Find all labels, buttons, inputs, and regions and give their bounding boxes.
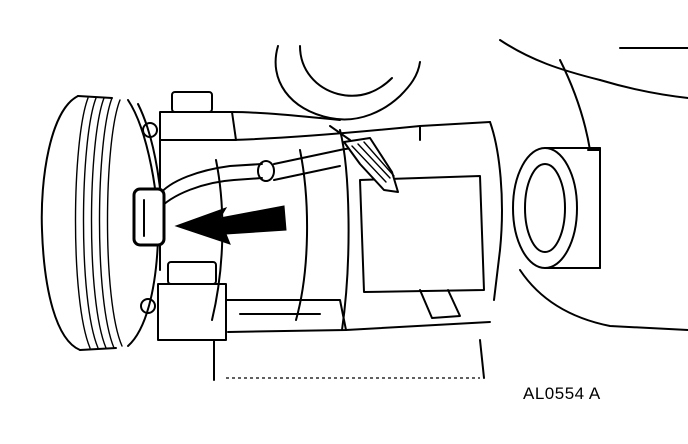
callout-arrow-icon (174, 205, 287, 245)
outlet-pipe (512, 147, 688, 331)
background-hoses (274, 39, 688, 151)
figure-code-label: AL0554 A (523, 384, 601, 403)
wiring-harness (157, 125, 399, 211)
pulley (40, 95, 164, 351)
connector-highlight-box (132, 187, 166, 247)
compressor-body (140, 91, 503, 381)
